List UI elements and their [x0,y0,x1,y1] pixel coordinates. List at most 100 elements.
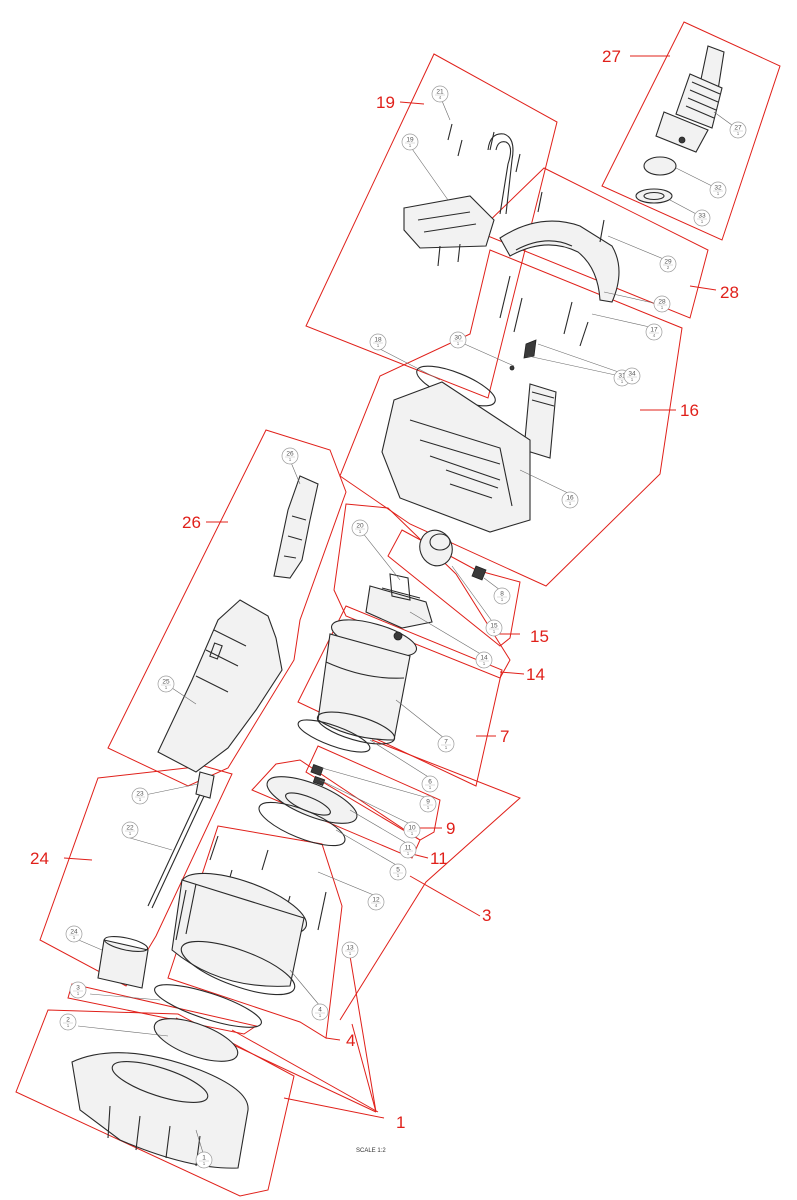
group-label-27: 27 [602,47,621,66]
part-bubble-number: 25 [162,679,170,686]
part-bubble-7: 71 [437,735,455,753]
part-bubble-circle [65,925,83,943]
part-19-float-switch [403,123,521,267]
part-bubble-circle [401,133,419,151]
part-bubble-number: 9 [426,799,430,806]
part-bubble-number: 19 [406,137,414,144]
part-bubble-qty: 1 [67,1023,70,1028]
part-bubble-qty: 1 [427,805,430,810]
part-bubble-circle [341,941,359,959]
part-bubble-qty: 1 [165,685,168,690]
part-7-motor [316,619,418,745]
part-bubble-9: 91 [419,795,437,813]
part-bubble-circle [403,821,421,839]
part-bubble-number: 10 [408,825,416,832]
part-bubble-number: 21 [436,89,444,96]
part-bubble-qty: 1 [359,529,362,534]
part-bubble-qty: 1 [73,935,76,940]
part-bubble-number: 24 [70,929,78,936]
part-bubble-qty: 1 [411,831,414,836]
part-bubble-circle [623,367,641,385]
group-label-26: 26 [182,513,201,532]
group-label-15: 15 [530,627,549,646]
frame-group-26 [107,429,347,787]
part-bubble-qty: 1 [483,661,486,666]
part-bubble-number: 33 [698,213,706,220]
part-bubble-24: 241 [65,925,83,943]
part-bubble-33: 331 [693,209,711,227]
part-bubble-circle [693,209,711,227]
part-11-impeller-cover [258,776,358,847]
group-label-14: 14 [526,665,545,684]
part-bubble-qty: 1 [501,597,504,602]
part-bubble-circle [59,1013,77,1031]
part-bubble-circle [493,587,511,605]
group-label-24: 24 [30,849,49,868]
part-bubble-34: 341 [623,367,641,385]
part-bubble-25: 251 [157,675,175,693]
frame-group-16 [339,249,683,587]
part-17-screws [499,275,589,371]
part-bubble-circle [659,255,677,273]
part-bubble-number: 5 [396,867,400,874]
part-bubble-qty: 1 [319,1013,322,1018]
part-bubble-3: 31 [69,981,87,999]
part-bubble-qty: 1 [621,379,624,384]
scale-note: SCALE 1:2 [356,1148,386,1154]
part-1-base [71,1052,249,1169]
part-15-capacitor [419,529,487,581]
part-bubble-circle [437,735,455,753]
part-bubble-14: 141 [475,651,493,669]
part-bubble-circle [485,619,503,637]
part-bubble-circle [351,519,369,537]
part-bubble-number: 26 [286,451,294,458]
part-bubble-circle [367,893,385,911]
part-bubble-number: 30 [454,335,462,342]
part-bubble-circle [709,181,727,199]
group-label-7: 7 [500,727,509,746]
group-label-3: 3 [482,906,491,925]
part-bubble-number: 14 [480,655,488,662]
part-bubble-circle [475,651,493,669]
part-bubble-32: 321 [709,181,727,199]
frame-group-7 [297,605,503,787]
part-bubble-qty: 4 [653,333,656,338]
part-bubble-circle [121,821,139,839]
group-label-19: 19 [376,93,395,112]
bubble-leaders [73,95,737,1157]
part-bubble-circle [389,863,407,881]
part-bubble-4: 41 [311,1003,329,1021]
part-bubble-circle [195,1151,213,1169]
frame-group-9 [305,745,441,841]
part-bubbles: 1121314151617181911011111241311411511611… [59,85,747,1169]
part-bubble-number: 20 [356,523,364,530]
part-25-handle-cover [157,599,283,773]
part-bubble-circle [653,295,671,313]
part-bubble-23: 231 [131,787,149,805]
part-bubble-5: 51 [389,863,407,881]
part-bubble-qty: 1 [129,831,132,836]
part-3-gasket [154,984,262,1028]
part-bubble-qty: 1 [203,1161,206,1166]
part-bubble-circle [729,121,747,139]
part-bubble-number: 13 [346,945,354,952]
part-bubble-number: 7 [444,739,448,746]
part-bubble-2: 21 [59,1013,77,1031]
part-bubble-number: 12 [372,897,380,904]
part-bubble-12: 124 [367,893,385,911]
frame-group-3 [67,983,258,1035]
frame-group-14 [333,503,511,679]
part-bubble-number: 8 [500,591,504,598]
part-bubble-circle [131,787,149,805]
part-20-terminal-block [365,573,433,629]
part-bubble-17: 174 [645,323,663,341]
part-bubble-18: 181 [369,333,387,351]
part-bubble-circle [431,85,449,103]
part-bubble-circle [645,323,663,341]
part-bubble-circle [449,331,467,349]
group-leaders [63,55,717,1119]
part-bubble-qty: 1 [737,131,740,136]
part-bubble-number: 32 [714,185,722,192]
part-bubble-22: 221 [121,821,139,839]
